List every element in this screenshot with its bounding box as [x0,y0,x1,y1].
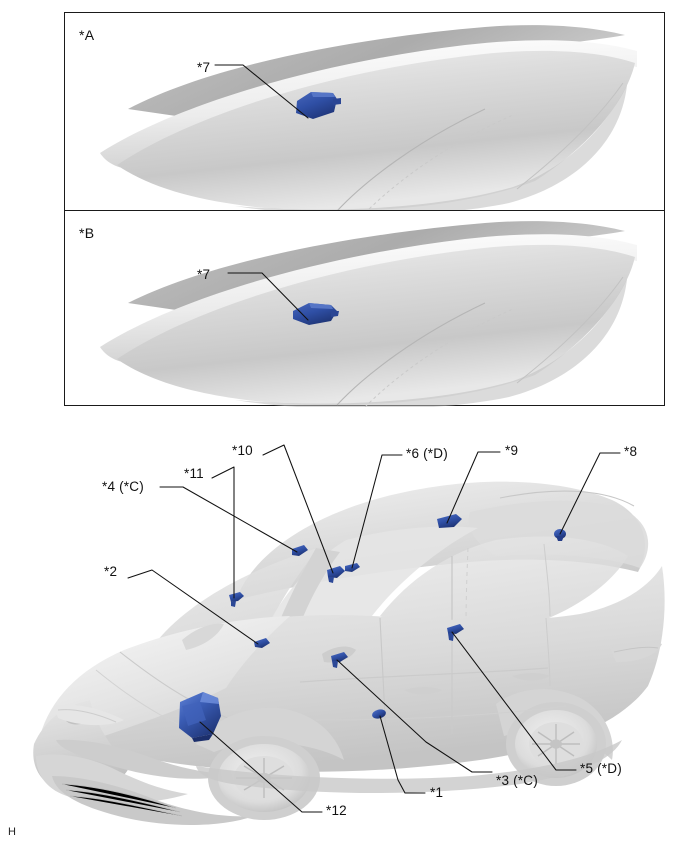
detail-panel-a: *A [64,12,665,216]
callout-10: *10 [232,443,253,458]
callout-4: *4 (*C) [102,479,144,494]
detail-panel-b: *B [64,210,665,410]
callout-12: *12 [326,803,347,818]
callout-3: *3 (*C) [496,773,538,788]
component-2-shape [254,638,270,648]
detail-panel-b-illustration [100,221,637,410]
callout-9: *9 [505,443,519,458]
callout-1: *1 [430,785,444,800]
callout-6: *6 (*D) [406,446,448,461]
callout-2: *2 [104,564,118,579]
detail-panel-a-tag: *A [79,27,95,43]
detail-panel-b-callout-7: *7 [197,267,211,282]
page-letter: H [8,826,16,838]
detail-panel-a-callout-7: *7 [197,60,211,75]
vehicle-body [33,481,665,825]
callout-8: *8 [624,444,638,459]
detail-panel-b-tag: *B [79,225,95,241]
callout-11: *11 [184,466,204,481]
callout-5: *5 (*D) [580,761,622,776]
detail-panel-a-illustration [100,25,637,216]
